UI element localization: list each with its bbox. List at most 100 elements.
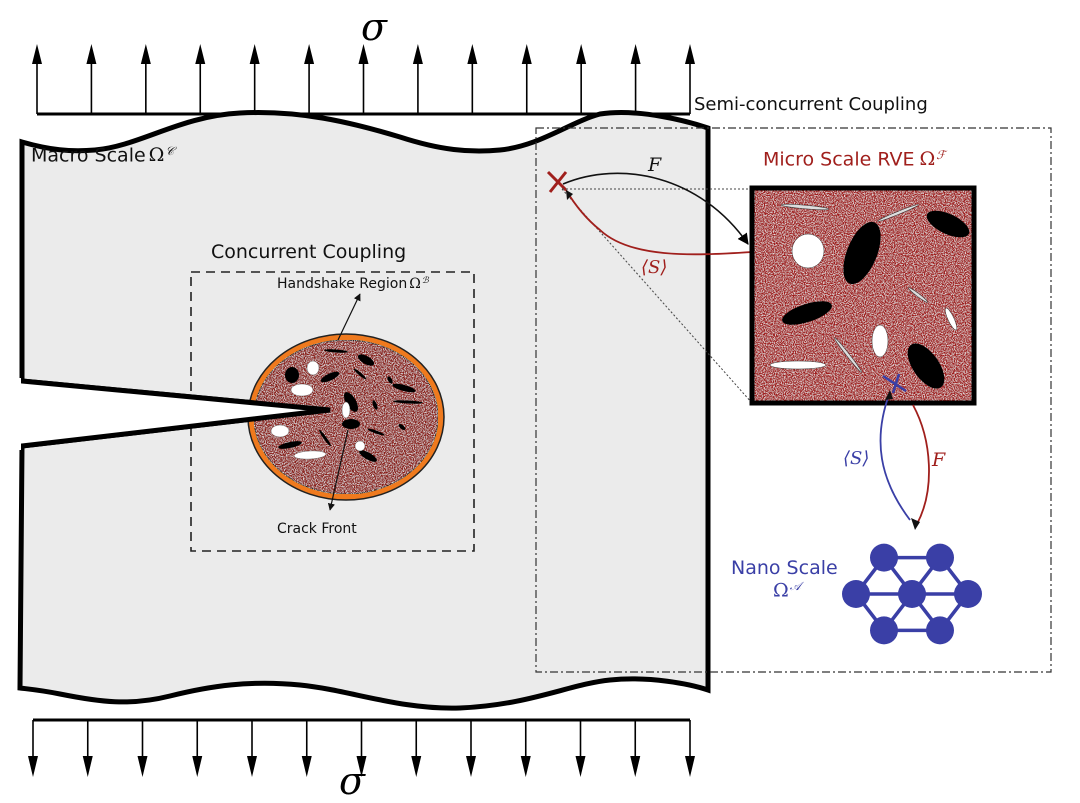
stress-arrow-up <box>412 44 423 114</box>
handshake-superscript: ℬ <box>421 276 429 287</box>
micro-superscript: ℱ <box>936 148 946 162</box>
stress-symbol-bottom: σ <box>339 759 365 803</box>
stress-arrow-down <box>28 720 38 777</box>
handshake-pointer <box>337 293 361 341</box>
inclusion <box>877 204 919 222</box>
inclusion <box>843 221 881 285</box>
inclusion <box>359 450 377 462</box>
inclusion <box>353 368 367 380</box>
inclusion <box>367 428 385 436</box>
handshake-text: Handshake Region <box>277 276 408 292</box>
micro-to-nano-F-arrow <box>912 404 930 525</box>
stress-arrow-down <box>411 720 422 777</box>
nano-superscript: 𝒜 <box>789 579 801 593</box>
inclusion <box>270 424 290 438</box>
stress-arrow-down <box>137 720 148 777</box>
stress-arrow-up <box>358 44 369 114</box>
stress-arrow-down <box>356 720 367 777</box>
macro-superscript: 𝒞 <box>165 144 175 158</box>
stress-arrow-up <box>140 44 151 114</box>
inclusion <box>306 360 320 376</box>
nano-omega: Ω <box>773 579 789 602</box>
inclusion <box>398 424 406 430</box>
crack <box>21 378 331 449</box>
stress-arrow-down <box>466 720 476 777</box>
inclusion <box>392 383 416 393</box>
inclusion <box>357 354 375 366</box>
micro-scale-text: Micro Scale RVE <box>763 148 915 171</box>
applied-stress-bottom <box>28 718 695 777</box>
micro-to-macro-S-arrow <box>565 189 753 256</box>
stress-arrow-down <box>301 720 312 777</box>
stress-arrow-up <box>630 44 641 114</box>
inclusion <box>944 307 958 331</box>
inclusion <box>907 343 945 389</box>
stress-arrow-down <box>520 720 531 777</box>
stress-symbol-top: σ <box>361 5 387 49</box>
inclusion <box>769 360 827 370</box>
atom <box>926 543 954 572</box>
stress-arrow-up <box>86 44 97 114</box>
concurrent-coupling-region <box>190 271 475 552</box>
inclusion <box>344 392 358 412</box>
micro-scale-rve <box>749 185 977 406</box>
applied-stress-top <box>32 44 695 116</box>
stress-arrow-up <box>521 44 532 114</box>
atom <box>842 580 870 608</box>
inclusion <box>372 400 378 410</box>
nano-to-micro-S-arrow <box>879 391 911 521</box>
stress-arrow-down <box>630 720 641 777</box>
stress-arrow-up <box>467 44 478 114</box>
nano-forward-F-label: F <box>932 449 946 471</box>
concurrent-coupling-title: Concurrent Coupling <box>211 241 407 263</box>
macro-scale-text: Macro Scale <box>31 144 146 167</box>
inclusion <box>320 371 340 383</box>
macro-omega: Ω <box>148 144 165 167</box>
atom <box>926 616 954 645</box>
inclusion <box>293 450 327 460</box>
inclusion <box>834 337 862 373</box>
macro-material-point <box>546 170 568 193</box>
macro-to-micro-F-arrow <box>562 172 749 245</box>
back-S-label: ⟨S⟩ <box>641 257 668 278</box>
stress-arrow-up <box>685 44 695 114</box>
forward-F-label: F <box>648 154 662 176</box>
inclusion <box>393 400 423 404</box>
handshake-region-disc <box>247 333 445 501</box>
inclusion <box>780 203 830 211</box>
nano-back-S-label: ⟨S⟩ <box>843 448 870 469</box>
inclusion <box>342 419 360 429</box>
semi-concurrent-title: Semi-concurrent Coupling <box>694 94 928 115</box>
inclusion <box>871 324 889 358</box>
stress-arrow-up <box>304 44 315 114</box>
stress-arrow-up <box>32 44 42 114</box>
inclusion <box>926 210 970 238</box>
stress-arrow-up <box>249 44 260 114</box>
inclusion <box>908 287 928 303</box>
stress-arrow-down <box>192 720 203 777</box>
crack-front-label: Crack Front <box>277 521 357 537</box>
micro-omega: Ω <box>919 148 936 171</box>
semi-concurrent-region <box>535 127 1052 673</box>
inclusion <box>791 233 825 269</box>
micro-material-point <box>882 373 907 394</box>
stress-arrow-up <box>576 44 587 114</box>
atom <box>870 543 898 572</box>
inclusion <box>319 429 331 447</box>
inclusion <box>285 367 299 383</box>
nano-scale-label: Nano Scale <box>731 557 838 579</box>
stress-arrow-down <box>575 720 586 777</box>
inclusion <box>278 441 302 449</box>
inclusion <box>782 301 832 325</box>
stress-arrow-down <box>82 720 93 777</box>
atom <box>870 616 898 645</box>
inclusion <box>341 401 351 419</box>
inclusion <box>290 383 314 397</box>
stress-arrow-up <box>195 44 206 114</box>
crack-front-pointer <box>327 429 349 511</box>
inclusion <box>387 376 393 384</box>
